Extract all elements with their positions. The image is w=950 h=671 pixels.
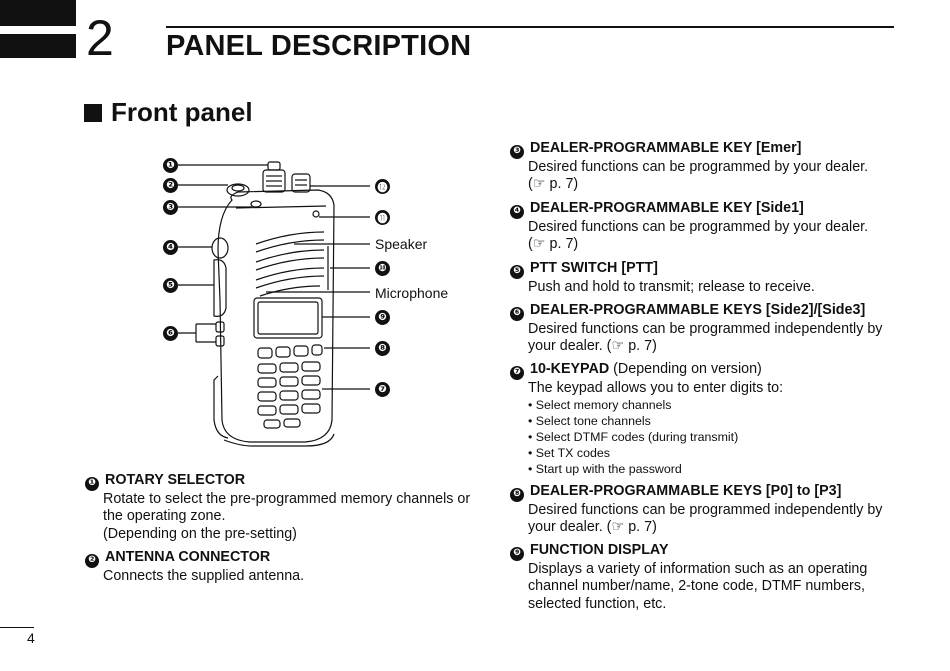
item-6-line-2: your dealer. (☞ p. 7)	[528, 338, 657, 355]
item-6-line-1: Desired functions can be programmed inde…	[528, 320, 883, 337]
item-2-line-1: Connects the supplied antenna.	[103, 567, 305, 584]
microphone-label: Microphone	[375, 285, 449, 301]
desc-item-9: ❾ FUNCTION DISPLAY Displays a variety of …	[510, 542, 896, 613]
callout-10: ❿	[375, 261, 390, 276]
item-1-line-2: the operating zone.	[103, 508, 226, 525]
item-5-line-1: Push and hold to transmit; release to re…	[528, 278, 815, 295]
callout-12: ⓬	[375, 179, 390, 194]
item-3-line-1: Desired functions can be programmed by y…	[528, 158, 869, 175]
desc-item-3: ❸ DEALER-PROGRAMMABLE KEY [Emer] Desired …	[510, 140, 896, 194]
footer-rule	[0, 627, 34, 628]
callout-1: ❶	[163, 158, 178, 173]
section-title: Front panel	[84, 97, 253, 128]
item-3-title: DEALER-PROGRAMMABLE KEY [Emer]	[530, 140, 802, 156]
callout-7: ❼	[375, 382, 390, 397]
item-7-bullet-2: • Select tone channels	[528, 414, 651, 429]
item-3-number: ❸	[510, 144, 524, 159]
desc-item-7: ❼ 10-KEYPAD (Depending on version) The ke…	[510, 361, 896, 477]
item-1-line-3: (Depending on the pre-setting)	[103, 525, 297, 542]
desc-item-2: ❷ ANTENNA CONNECTOR Connects the supplied…	[85, 549, 471, 585]
item-8-line-2: your dealer. (☞ p. 7)	[528, 519, 657, 536]
chapter-number: 2	[86, 10, 114, 66]
item-9-line-3: selected function, etc.	[528, 595, 667, 612]
chapter-tab-top	[0, 0, 76, 26]
item-3-line-2: (☞ p. 7)	[528, 176, 579, 193]
item-1-line-1: Rotate to select the pre-programmed memo…	[103, 490, 471, 507]
item-9-title: FUNCTION DISPLAY	[530, 542, 669, 558]
item-6-title: DEALER-PROGRAMMABLE KEYS [Side2]/[Side3]	[530, 302, 866, 318]
item-7-title: 10-KEYPAD	[530, 361, 610, 377]
item-5-number: ❺	[510, 264, 524, 279]
header-rule	[166, 26, 894, 28]
desc-item-1: ❶ ROTARY SELECTOR Rotate to select the pr…	[85, 472, 471, 543]
item-8-number: ❽	[510, 487, 524, 502]
callout-8: ❽	[375, 341, 390, 356]
item-1-title: ROTARY SELECTOR	[105, 472, 246, 488]
desc-item-8: ❽ DEALER-PROGRAMMABLE KEYS [P0] to [P3] D…	[510, 483, 896, 537]
callout-3: ❸	[163, 200, 178, 215]
item-2-number: ❷	[85, 553, 99, 568]
item-9-line-2: channel number/name, 2-tone code, DTMF n…	[528, 578, 865, 595]
section-title-text: Front panel	[111, 97, 253, 127]
item-4-line-2: (☞ p. 7)	[528, 236, 579, 253]
callout-2: ❷	[163, 178, 178, 193]
item-9-number: ❾	[510, 546, 524, 561]
item-7-bullet-5: • Start up with the password	[528, 462, 682, 477]
item-7-bullet-3: • Select DTMF codes (during transmit)	[528, 430, 739, 445]
chapter-title: PANEL DESCRIPTION	[166, 30, 472, 62]
callout-4: ❹	[163, 240, 178, 255]
item-7-title-note: (Depending on version)	[613, 361, 762, 377]
page-number: 4	[27, 630, 35, 646]
item-7-bullet-4: • Set TX codes	[528, 446, 610, 461]
callout-5: ❺	[163, 278, 178, 293]
item-7-bullet-1: • Select memory channels	[528, 398, 672, 413]
item-2-title: ANTENNA CONNECTOR	[105, 549, 271, 565]
item-1-number: ❶	[85, 476, 99, 491]
item-9-line-1: Displays a variety of information such a…	[528, 560, 868, 577]
radio-illustration	[178, 161, 370, 447]
desc-item-6: ❻ DEALER-PROGRAMMABLE KEYS [Side2]/[Side3…	[510, 302, 896, 356]
item-8-line-1: Desired functions can be programmed inde…	[528, 501, 883, 518]
item-4-number: ❹	[510, 204, 524, 219]
desc-item-5: ❺ PTT SWITCH [PTT] Push and hold to trans…	[510, 260, 896, 296]
speaker-label: Speaker	[375, 236, 428, 252]
item-4-title: DEALER-PROGRAMMABLE KEY [Side1]	[530, 200, 804, 216]
item-6-number: ❻	[510, 306, 524, 321]
callout-6: ❻	[163, 326, 178, 341]
chapter-tab-bottom	[0, 34, 76, 58]
callout-11: ⓫	[375, 210, 390, 225]
callout-9: ❾	[375, 310, 390, 325]
item-7-number: ❼	[510, 365, 524, 380]
item-8-title: DEALER-PROGRAMMABLE KEYS [P0] to [P3]	[530, 483, 842, 499]
item-4-line-1: Desired functions can be programmed by y…	[528, 218, 869, 235]
item-5-title: PTT SWITCH [PTT]	[530, 260, 658, 276]
desc-item-4: ❹ DEALER-PROGRAMMABLE KEY [Side1] Desired…	[510, 200, 896, 254]
item-7-line-1: The keypad allows you to enter digits to…	[528, 379, 784, 396]
section-bullet-icon	[84, 103, 102, 122]
